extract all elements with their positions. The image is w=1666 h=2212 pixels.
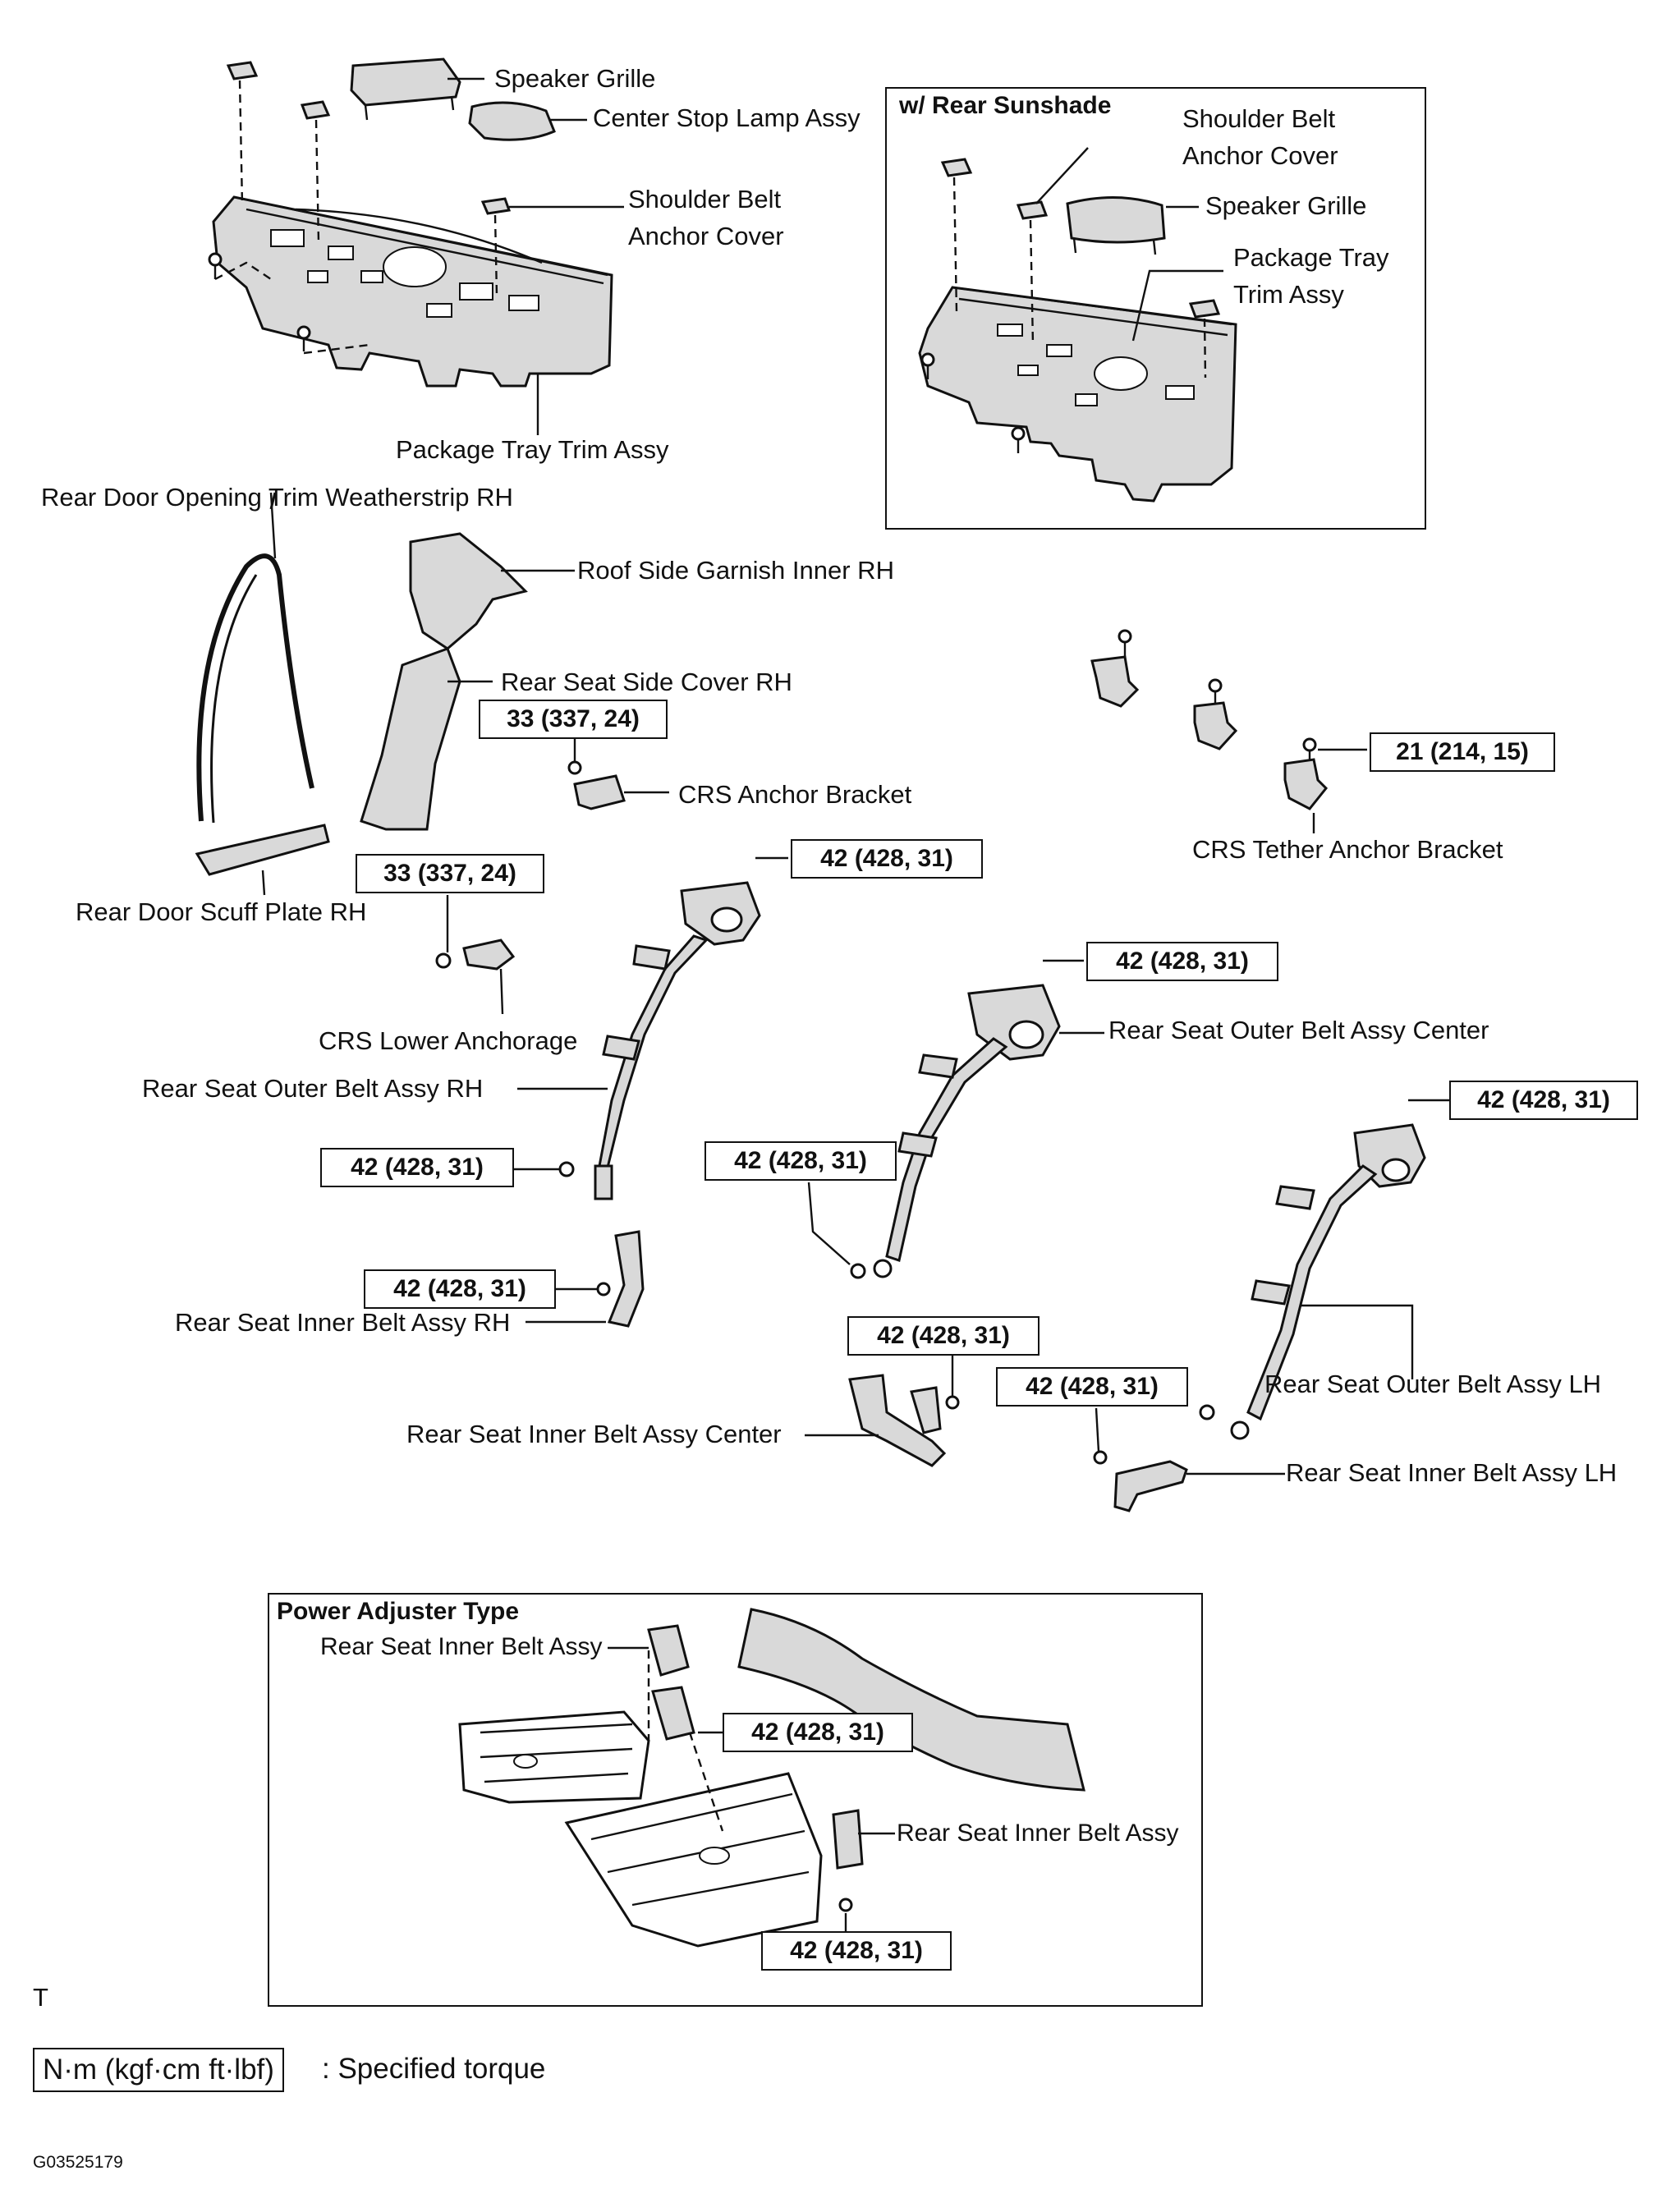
weatherstrip-drawing xyxy=(196,492,314,824)
label-crs-lower-anchorage: CRS Lower Anchorage xyxy=(319,1026,578,1055)
inner-belt-center-drawing xyxy=(848,1374,960,1467)
torque-crs-lower: 33 (337, 24) xyxy=(356,854,544,893)
torque-legend-text: : Specified torque xyxy=(322,2053,546,2085)
inner-belt-lh-drawing xyxy=(1093,1450,1188,1512)
label-sunshade-speaker-grille: Speaker Grille xyxy=(1205,191,1367,220)
label-center-stop-lamp: Center Stop Lamp Assy xyxy=(593,103,861,132)
torque-center-inner: 42 (428, 31) xyxy=(847,1316,1040,1356)
power-adjuster-frame-drawing xyxy=(458,1608,1085,1948)
rear-sunshade-inset-box xyxy=(885,87,1426,530)
label-weatherstrip: Rear Door Opening Trim Weatherstrip RH xyxy=(41,483,513,512)
inner-belt-rh-drawing xyxy=(596,1230,645,1328)
sunshade-tray-drawing xyxy=(918,286,1237,503)
outer-belt-lh-drawing xyxy=(1199,1123,1426,1440)
outer-belt-rh-drawing xyxy=(558,881,761,1200)
torque-lh-inner: 42 (428, 31) xyxy=(996,1367,1188,1407)
torque-tether: 21 (214, 15) xyxy=(1370,732,1555,772)
side-cover-drawing xyxy=(360,647,461,831)
tether-bracket-drawing xyxy=(1090,629,1329,810)
scuff-plate-drawing xyxy=(195,824,330,876)
crs-lower-anchorage-drawing xyxy=(435,938,516,971)
label-package-tray-trim: Package Tray Trim Assy xyxy=(396,435,669,464)
label-outer-belt-center: Rear Seat Outer Belt Assy Center xyxy=(1108,1016,1489,1044)
label-power-inner-belt-right: Rear Seat Inner Belt Assy xyxy=(897,1820,1179,1847)
torque-rh-bottom: 42 (428, 31) xyxy=(320,1148,514,1187)
label-crs-anchor-bracket: CRS Anchor Bracket xyxy=(678,780,912,809)
sunshade-grille-drawing xyxy=(1066,195,1166,255)
label-side-cover: Rear Seat Side Cover RH xyxy=(501,668,792,696)
torque-legend-box: N·m (kgf·cm ft·lbf) xyxy=(33,2048,284,2092)
label-shoulder-belt-anchor-cover-1: Shoulder Belt xyxy=(628,185,782,213)
label-sunshade-package-tray-1: Package Tray xyxy=(1233,243,1389,272)
torque-center-top: 42 (428, 31) xyxy=(1086,942,1278,981)
power-adjuster-belt-lower-drawing xyxy=(832,1809,864,1912)
rear-sunshade-title: w/ Rear Sunshade xyxy=(899,92,1112,119)
torque-rh-inner: 42 (428, 31) xyxy=(364,1269,556,1309)
label-outer-belt-lh: Rear Seat Outer Belt Assy LH xyxy=(1264,1370,1602,1398)
crs-anchor-bracket-drawing xyxy=(567,760,626,810)
clips-drawing xyxy=(208,252,311,351)
speaker-grille-drawing xyxy=(350,57,461,121)
power-adjuster-belt-upper-drawing xyxy=(647,1624,695,1741)
label-sunshade-package-tray-2: Trim Assy xyxy=(1233,280,1344,309)
outer-belt-center-drawing xyxy=(850,984,1061,1279)
power-adjuster-title: Power Adjuster Type xyxy=(277,1598,520,1625)
label-scuff-plate: Rear Door Scuff Plate RH xyxy=(76,897,367,926)
torque-lh-top: 42 (428, 31) xyxy=(1449,1081,1638,1120)
label-speaker-grille: Speaker Grille xyxy=(494,64,656,93)
label-shoulder-belt-anchor-cover-2: Anchor Cover xyxy=(628,222,784,250)
label-power-inner-belt-upper: Rear Seat Inner Belt Assy xyxy=(320,1633,603,1660)
roof-garnish-drawing xyxy=(409,532,528,650)
label-inner-belt-rh: Rear Seat Inner Belt Assy RH xyxy=(175,1308,511,1337)
label-crs-tether-bracket: CRS Tether Anchor Bracket xyxy=(1192,835,1503,864)
torque-power-lower: 42 (428, 31) xyxy=(761,1931,952,1971)
label-sunshade-anchor-cover-1: Shoulder Belt xyxy=(1182,104,1336,133)
torque-crs-anchor: 33 (337, 24) xyxy=(479,700,668,739)
label-inner-belt-lh: Rear Seat Inner Belt Assy LH xyxy=(1286,1458,1618,1487)
shoulder-belt-anchor-cover-drawing xyxy=(226,61,512,215)
sunshade-anchor-cover-drawing xyxy=(940,158,1221,319)
corner-mark: T xyxy=(33,1983,48,2012)
torque-power-upper: 42 (428, 31) xyxy=(723,1713,913,1752)
label-outer-belt-rh: Rear Seat Outer Belt Assy RH xyxy=(142,1074,484,1103)
torque-rh-top: 42 (428, 31) xyxy=(791,839,983,879)
power-adjuster-inset-box xyxy=(268,1593,1203,2007)
torque-center-bottom: 42 (428, 31) xyxy=(704,1141,897,1181)
center-stop-lamp-drawing xyxy=(468,101,556,141)
label-roof-garnish: Roof Side Garnish Inner RH xyxy=(577,556,894,585)
sunshade-clips-drawing xyxy=(920,352,1026,453)
label-sunshade-anchor-cover-2: Anchor Cover xyxy=(1182,141,1338,170)
figure-code: G03525179 xyxy=(33,2153,123,2172)
package-tray-trim-drawing xyxy=(212,195,613,388)
label-inner-belt-center: Rear Seat Inner Belt Assy Center xyxy=(406,1420,782,1448)
